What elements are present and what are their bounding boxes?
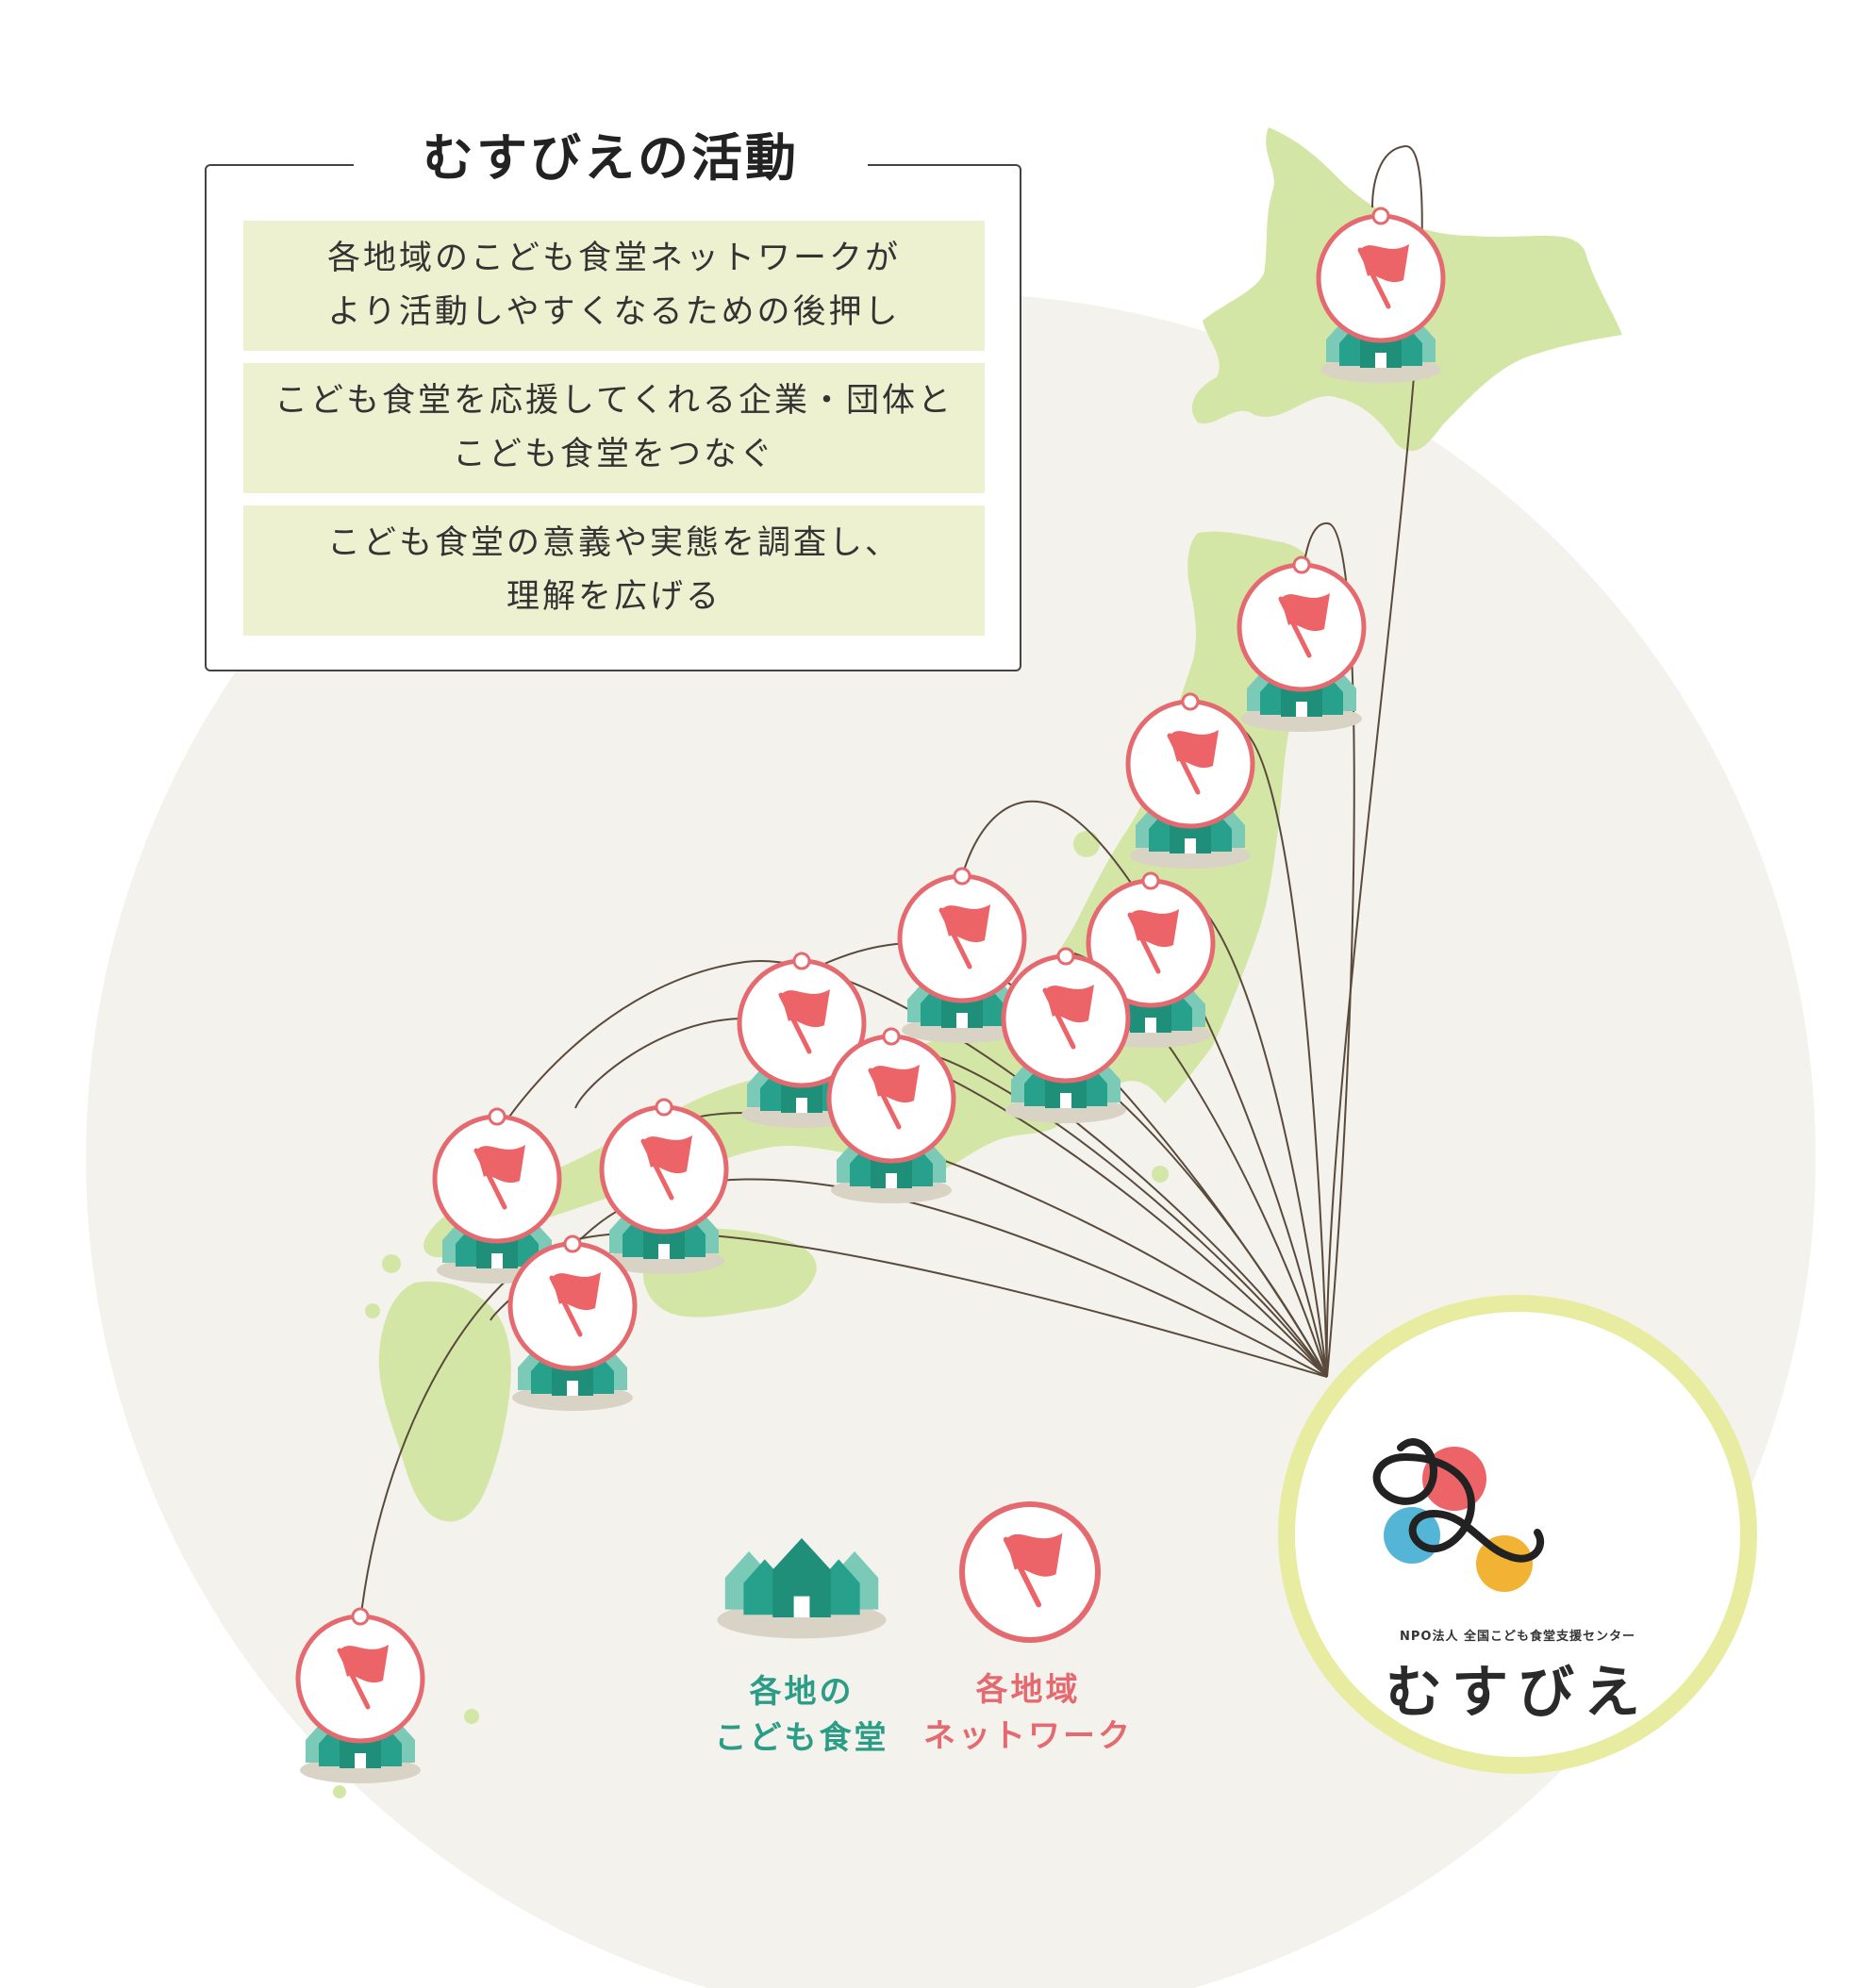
arc-okinawa xyxy=(359,1232,1328,1623)
marker-okinawa xyxy=(295,1607,425,1783)
activity-item-research: こども食堂の意義や実態を調査し、 理解を広げる xyxy=(243,505,985,636)
marker-hokuriku xyxy=(897,867,1027,1043)
activity-line: こども食堂をつなぐ xyxy=(452,436,775,473)
activity-item-connect: こども食堂を応援してくれる企業・団体と こども食堂をつなぐ xyxy=(243,363,985,493)
marker-tohoku-south xyxy=(1125,692,1255,869)
marker-hokkaido xyxy=(1316,207,1446,383)
logo-name: むすびえ xyxy=(1386,1660,1650,1726)
activity-line: より活動しやすくなるための後押し xyxy=(327,293,901,331)
activity-line: こども食堂を応援してくれる企業・団体と xyxy=(274,382,954,420)
legend-flag-icon xyxy=(959,1501,1101,1643)
logo-mark xyxy=(1372,1438,1545,1592)
marker-tohoku-north xyxy=(1237,555,1367,732)
arc-hokuriku xyxy=(961,800,1328,1378)
network-markers xyxy=(295,207,1446,1783)
legend-networks-label: 各地域 ネットワーク xyxy=(915,1667,1141,1760)
legend-line: こども食堂 xyxy=(714,1719,889,1757)
activity-item-support: 各地域のこども食堂ネットワークが より活動しやすくなるための後押し xyxy=(243,221,985,351)
activity-line: こども食堂の意義や実態を調査し、 xyxy=(326,524,901,562)
logo-subtitle: NPO法人 全国こども食堂支援センター xyxy=(1400,1630,1635,1644)
activity-line: 各地域のこども食堂ネットワークが xyxy=(326,240,901,277)
marker-kyushu-north xyxy=(432,1107,562,1284)
marker-kinki xyxy=(737,952,867,1128)
marker-kanto xyxy=(1086,871,1216,1048)
panel-title: むすびえの活動 xyxy=(354,121,868,196)
marker-chubu xyxy=(1001,947,1131,1123)
legend-cafeterias-label: 各地の こども食堂 xyxy=(698,1669,905,1762)
legend-line: 各地の xyxy=(749,1673,855,1711)
legend-line: ネットワーク xyxy=(923,1717,1133,1755)
activity-line: 理解を広げる xyxy=(506,578,722,616)
marker-kyushu xyxy=(507,1234,638,1411)
marker-chugoku xyxy=(599,1098,729,1274)
kyushu-land xyxy=(378,1281,511,1522)
arc-hokkaido xyxy=(1325,144,1423,1378)
marker-kansai xyxy=(826,1027,956,1203)
logo-circle xyxy=(1295,1312,1740,1757)
legend-line: 各地域 xyxy=(975,1671,1081,1709)
